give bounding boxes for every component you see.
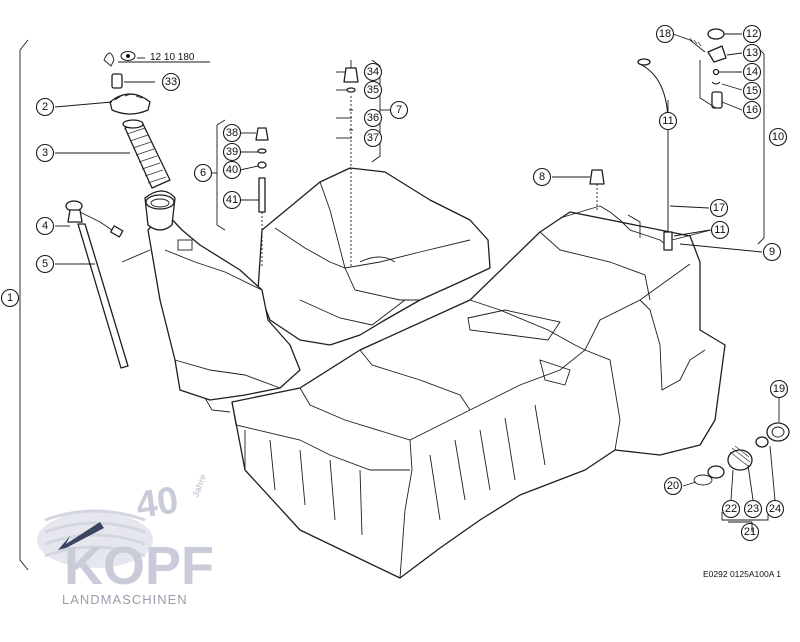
svg-text:11: 11 [714, 224, 725, 236]
svg-text:2: 2 [42, 101, 48, 113]
svg-text:40: 40 [226, 164, 238, 176]
logo-tread-lines [44, 509, 146, 558]
callout-20: 20 [663, 476, 683, 496]
svg-text:7: 7 [396, 104, 402, 116]
callout-40: 40 [222, 160, 242, 180]
svg-text:21: 21 [744, 526, 756, 538]
svg-text:41: 41 [226, 194, 238, 206]
callout-11-b: 11 [710, 220, 730, 240]
svg-text:6: 6 [200, 167, 206, 179]
callout-3: 3 [35, 143, 55, 163]
callout-2: 2 [35, 97, 55, 117]
callouts: 1 2 3 4 5 6 7 8 9 10 11 11 12 13 14 15 1… [0, 24, 789, 542]
svg-text:20: 20 [667, 480, 679, 492]
svg-text:3: 3 [42, 147, 48, 159]
callout-10: 10 [768, 127, 788, 147]
svg-text:13: 13 [746, 47, 758, 59]
svg-text:34: 34 [367, 66, 379, 78]
logo-arrow-icon [58, 522, 104, 550]
filler-tank [121, 190, 301, 413]
callout-38: 38 [222, 123, 242, 143]
callout-9: 9 [762, 242, 782, 262]
outlet-fittings [693, 422, 790, 486]
svg-text:36: 36 [367, 112, 379, 124]
callout-4: 4 [35, 216, 55, 236]
callout-17: 17 [709, 198, 729, 218]
filler-cap [103, 52, 151, 115]
reference-code-text: 12 10 180 [150, 52, 195, 63]
vent-hose [637, 58, 673, 251]
svg-text:12: 12 [746, 28, 758, 40]
callout-21: 21 [740, 522, 760, 542]
callout-34: 34 [363, 62, 383, 82]
watermark-logo: 40 Jahre KOPF LANDMASCHINEN [37, 473, 214, 607]
eye-icon [120, 51, 136, 61]
callout-22: 22 [721, 499, 741, 519]
svg-text:5: 5 [42, 258, 48, 270]
drain-screw [589, 169, 605, 210]
svg-text:35: 35 [367, 84, 379, 96]
callout-12: 12 [742, 24, 762, 44]
svg-text:39: 39 [226, 146, 238, 158]
logo-subtitle: LANDMASCHINEN [62, 592, 188, 607]
center-sensor-parts [343, 60, 359, 266]
callout-15: 15 [742, 81, 762, 101]
main-fuel-tank [231, 205, 726, 579]
callout-36: 36 [363, 108, 383, 128]
svg-text:15: 15 [746, 85, 758, 97]
callout-7: 7 [389, 100, 409, 120]
svg-text:14: 14 [746, 66, 758, 78]
svg-text:38: 38 [226, 127, 238, 139]
filler-hose [122, 119, 171, 189]
svg-text:19: 19 [773, 383, 785, 395]
svg-text:22: 22 [725, 503, 737, 515]
svg-text:33: 33 [165, 76, 177, 88]
callout-24: 24 [765, 499, 785, 519]
svg-text:37: 37 [367, 132, 379, 144]
svg-text:9: 9 [769, 246, 775, 258]
callout-6: 6 [193, 163, 213, 183]
reference-code: 12 10 180 [118, 51, 210, 63]
callout-16: 16 [742, 100, 762, 120]
callout-33: 33 [161, 72, 181, 92]
leader-11b [671, 229, 712, 241]
svg-text:24: 24 [769, 503, 781, 515]
left-sensor-parts [255, 127, 269, 268]
leader-lines [54, 33, 780, 501]
callout-5: 5 [35, 254, 55, 274]
svg-text:16: 16 [746, 104, 758, 116]
callout-13: 13 [742, 43, 762, 63]
callout-35: 35 [363, 80, 383, 100]
svg-text:10: 10 [772, 131, 784, 143]
callout-8: 8 [532, 167, 552, 187]
callout-1: 1 [0, 288, 20, 308]
callout-37: 37 [363, 128, 383, 148]
logo-brand: KOPF [64, 536, 214, 596]
svg-text:4: 4 [42, 220, 48, 232]
level-sensor [65, 200, 129, 369]
svg-text:18: 18 [659, 28, 671, 40]
svg-text:23: 23 [747, 503, 759, 515]
svg-text:8: 8 [539, 171, 545, 183]
callout-41: 41 [222, 190, 242, 210]
callout-14: 14 [742, 62, 762, 82]
callout-11-a: 11 [658, 111, 678, 131]
callout-18: 18 [655, 24, 675, 44]
drawing-number: E0292 0125A100A 1 [703, 569, 781, 579]
svg-text:17: 17 [713, 202, 725, 214]
svg-text:11: 11 [662, 115, 673, 127]
callout-23: 23 [743, 499, 763, 519]
vent-valve-parts [689, 28, 727, 109]
logo-years: 40 [133, 479, 181, 526]
rear-fuel-tank [257, 167, 491, 346]
callout-19: 19 [769, 379, 789, 399]
logo-years-word: Jahre [190, 473, 208, 499]
svg-text:1: 1 [7, 292, 13, 304]
callout-39: 39 [222, 142, 242, 162]
group-brackets [19, 39, 769, 571]
